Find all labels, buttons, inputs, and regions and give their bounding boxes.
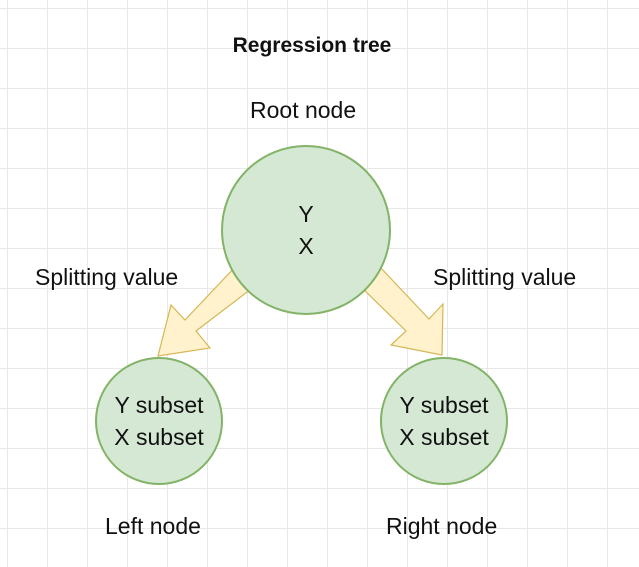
left-y-subset: Y subset — [114, 392, 204, 418]
right-x-subset: X subset — [399, 424, 489, 450]
root-feature-variable: X — [298, 233, 314, 259]
right-node: Y subset X subset — [380, 357, 508, 485]
right-node-label: Right node — [386, 513, 498, 539]
right-y-subset: Y subset — [399, 392, 489, 418]
root-node-label: Root node — [250, 97, 357, 123]
left-splitting-value-label: Splitting value — [35, 264, 179, 290]
root-node: Y X — [221, 145, 391, 315]
left-x-subset: X subset — [114, 424, 204, 450]
right-split-arrow — [356, 264, 444, 356]
left-node-label: Left node — [105, 513, 201, 539]
right-splitting-value-label: Splitting value — [433, 264, 577, 290]
left-node: Y subset X subset — [95, 357, 223, 485]
diagram-title: Regression tree — [232, 34, 392, 57]
root-target-variable: Y — [298, 201, 314, 227]
